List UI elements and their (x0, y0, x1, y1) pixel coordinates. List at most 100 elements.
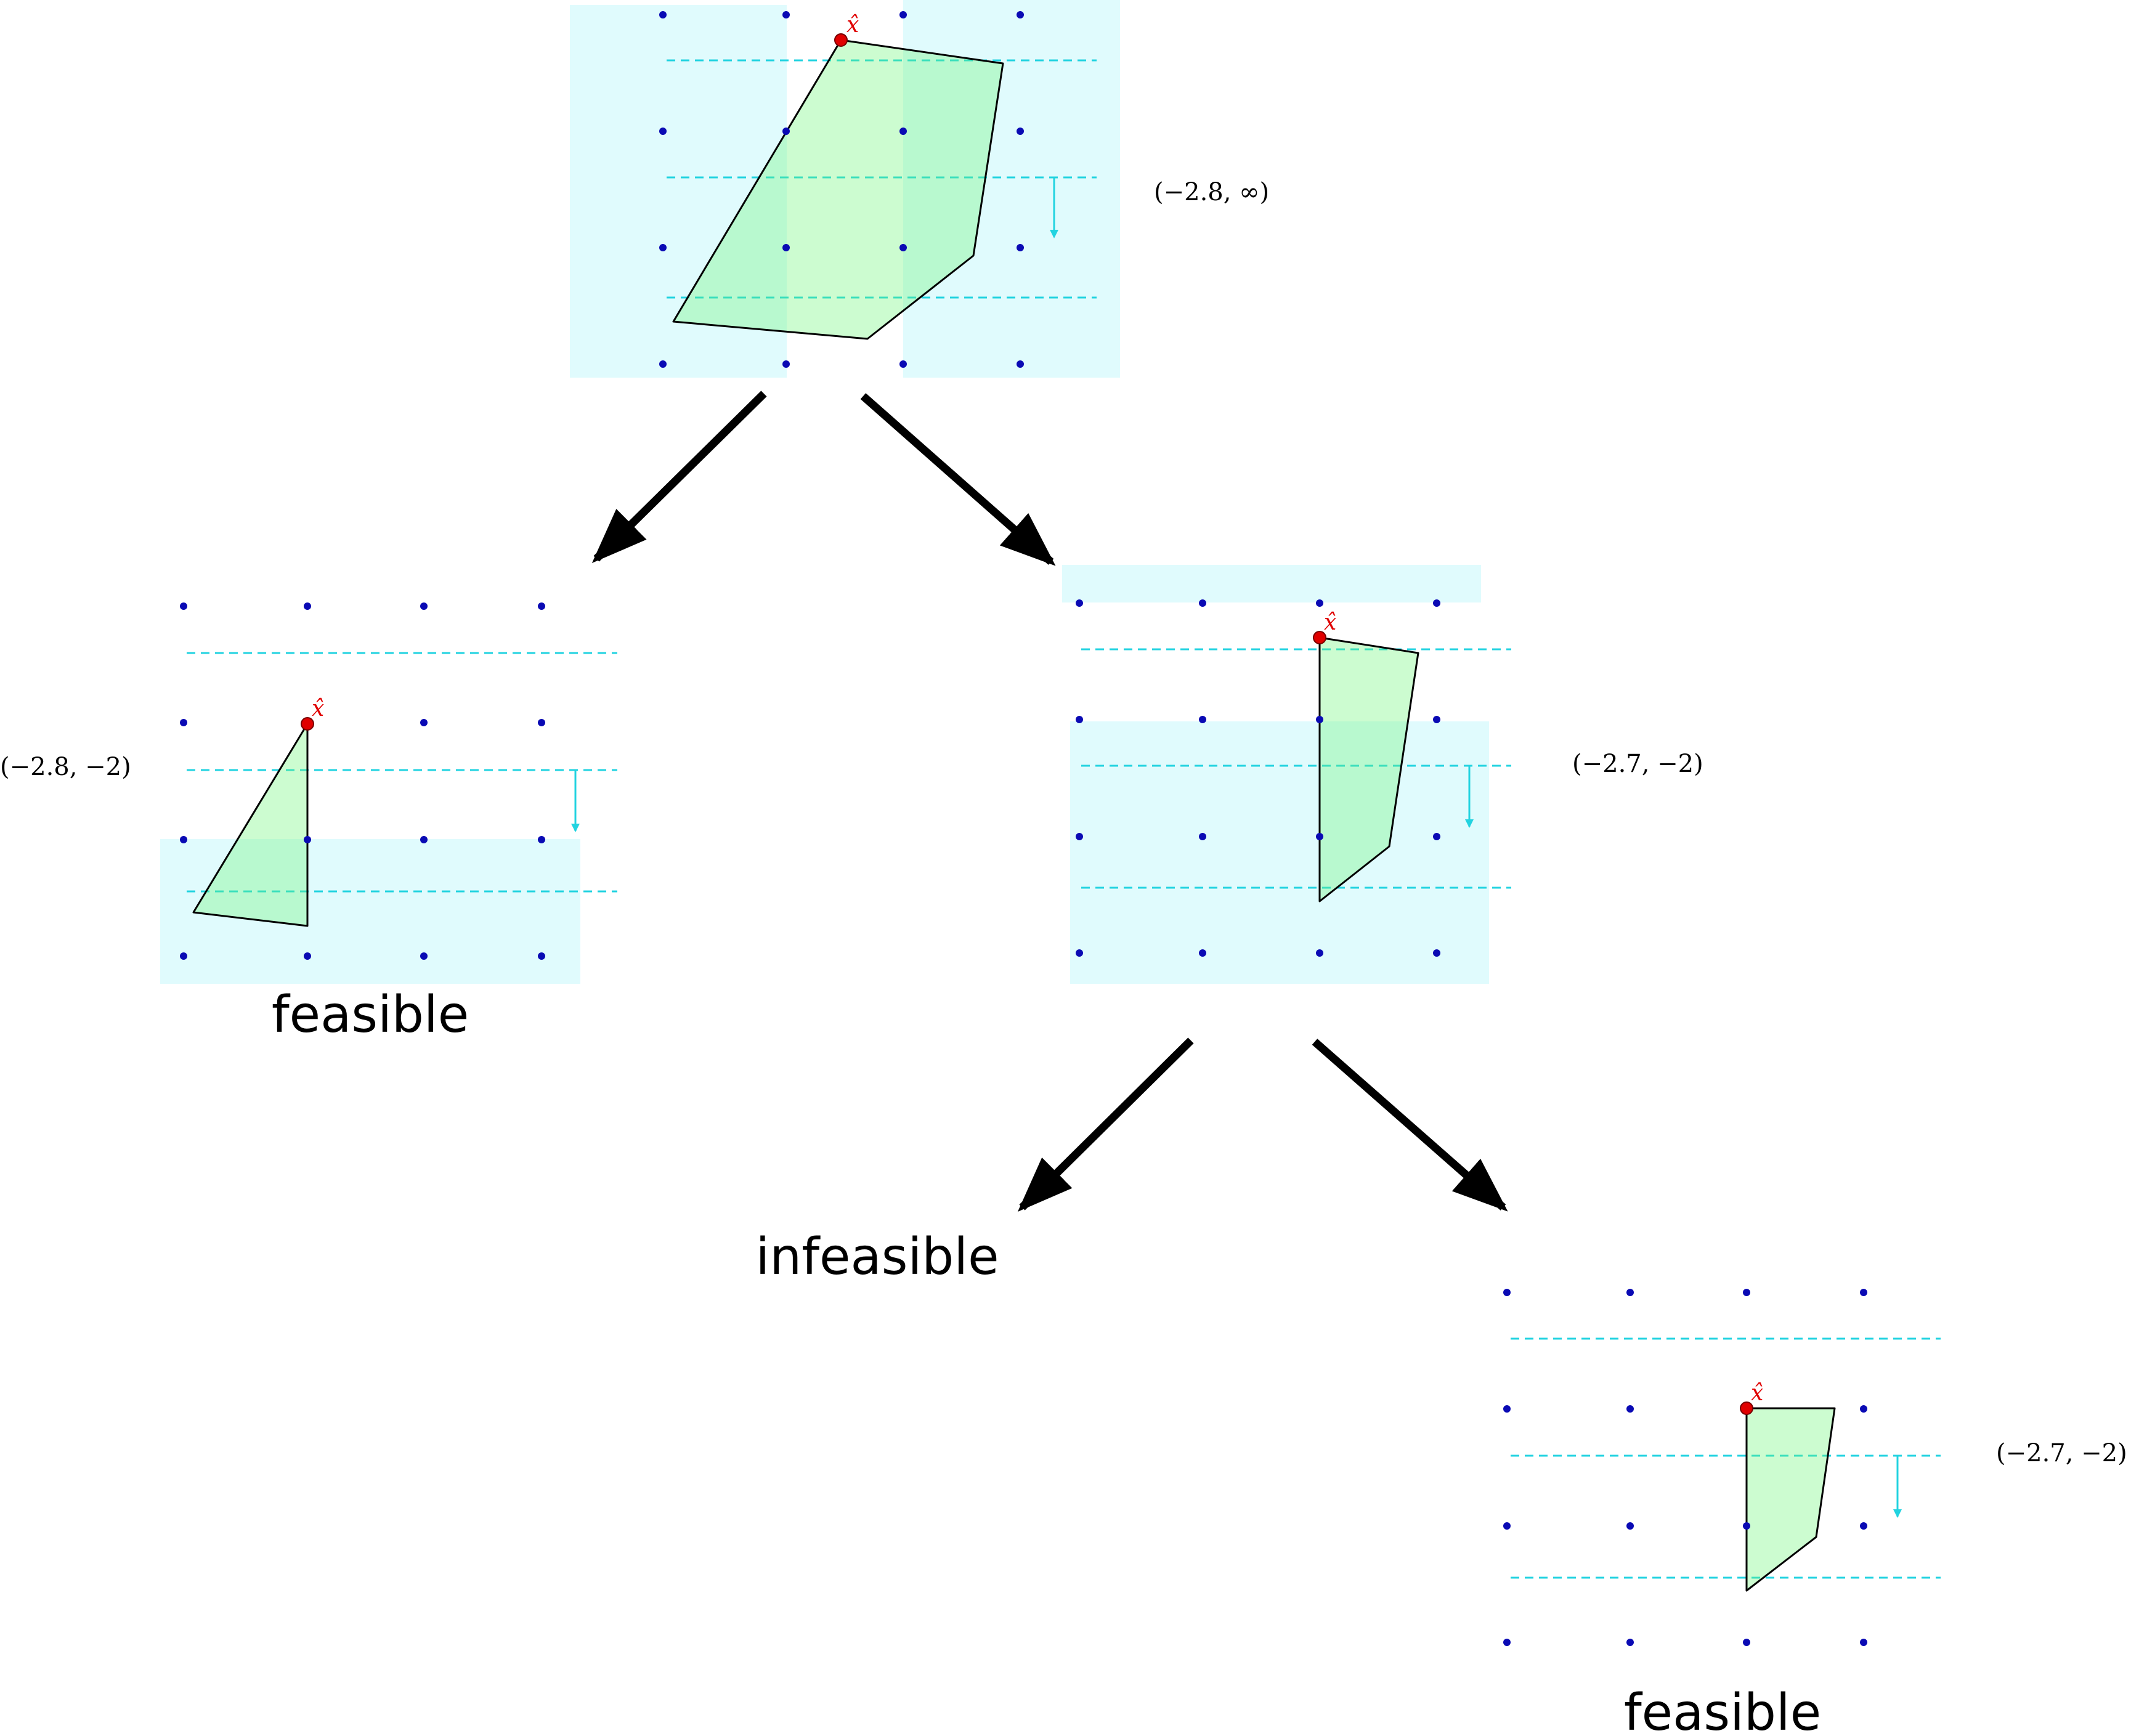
lattice-point (1860, 1405, 1867, 1413)
lattice-point (782, 128, 790, 135)
right-right-node: x̂ (−2.7, −2) feasible (1503, 1289, 2127, 1736)
lattice-point (659, 11, 667, 18)
lattice-point (1860, 1522, 1867, 1530)
relaxation-optimum-point (1313, 631, 1326, 644)
lattice-point (1860, 1639, 1867, 1646)
lattice-point (1017, 11, 1024, 18)
lattice-point (304, 952, 311, 960)
branch-arrows (591, 391, 1508, 1212)
lattice-point (1017, 244, 1024, 251)
root-region-right (903, 0, 1120, 378)
lattice-point (420, 952, 428, 960)
lattice-point (1860, 1289, 1867, 1296)
branch-arrow-right-to-feasible (1312, 1039, 1508, 1212)
lattice-point (1316, 833, 1323, 840)
lattice-point (899, 128, 907, 135)
feasible-polytope (672, 39, 1004, 340)
relaxation-optimum-label: x̂ (312, 696, 324, 721)
lattice-point (1743, 1639, 1750, 1646)
lattice-point (420, 836, 428, 843)
branch-arrow-root-to-left (591, 391, 767, 564)
branch-arrow-right-to-infeasible (1017, 1037, 1194, 1212)
lattice-point (304, 836, 311, 843)
lattice-point (1626, 1405, 1634, 1413)
relaxation-optimum-label: x̂ (1751, 1381, 1763, 1406)
lattice-point (1433, 949, 1440, 957)
bound-label: (−2.8, ∞) (1154, 178, 1269, 206)
lattice-point (1199, 599, 1206, 607)
lattice-point (1503, 1405, 1511, 1413)
lattice-point (1017, 360, 1024, 368)
lattice-point (1503, 1639, 1511, 1646)
lattice-points (659, 11, 1024, 368)
feasible-polytope (192, 723, 309, 927)
lattice-point (1076, 599, 1083, 607)
status-label: feasible (272, 986, 469, 1044)
lattice-point (1743, 1289, 1750, 1296)
lattice-point (538, 952, 545, 960)
lattice-point (1076, 833, 1083, 840)
lattice-point (659, 244, 667, 251)
lattice-point (1199, 833, 1206, 840)
status-label: feasible (1624, 1684, 1821, 1736)
lattice-point (1503, 1289, 1511, 1296)
lattice-point (538, 602, 545, 610)
lattice-points (1503, 1289, 1867, 1646)
lattice-point (899, 244, 907, 251)
feasible-polytope (1318, 636, 1419, 902)
lattice-point (1017, 128, 1024, 135)
lattice-point (1316, 599, 1323, 607)
lattice-point (782, 11, 790, 18)
lattice-point (180, 836, 187, 843)
lattice-point (1626, 1289, 1634, 1296)
left-child-node: x̂ (−2.8, −2) feasible (0, 602, 617, 1044)
lattice-point (304, 602, 311, 610)
relaxation-optimum-point (834, 33, 848, 47)
lattice-point (180, 952, 187, 960)
branch-arrow-root-to-right (860, 393, 1056, 566)
right-child-node: x̂ (−2.7, −2) (1062, 565, 1703, 984)
right-left-node: infeasible (755, 1228, 999, 1286)
lattice-point (1626, 1639, 1634, 1646)
lattice-point (1743, 1522, 1750, 1530)
right-region-top (1062, 565, 1481, 602)
lattice-points (180, 602, 545, 960)
relaxation-optimum-label: x̂ (846, 12, 859, 38)
lattice-point (1433, 716, 1440, 723)
lattice-point (1076, 716, 1083, 723)
lattice-point (899, 11, 907, 18)
feasible-polytope (1745, 1407, 1836, 1592)
lattice-point (1503, 1522, 1511, 1530)
left-region (160, 839, 580, 984)
lattice-point (420, 719, 428, 726)
lattice-point (1433, 833, 1440, 840)
lattice-points (1076, 599, 1440, 957)
lattice-point (420, 602, 428, 610)
relaxation-optimum-label: x̂ (1324, 610, 1336, 635)
lattice-point (1199, 716, 1206, 723)
lattice-point (899, 360, 907, 368)
lattice-point (1076, 949, 1083, 957)
lattice-point (180, 602, 187, 610)
bound-label: (−2.8, −2) (0, 753, 131, 781)
lattice-point (538, 719, 545, 726)
status-label: infeasible (755, 1228, 999, 1286)
lattice-point (1316, 716, 1323, 723)
lattice-point (782, 360, 790, 368)
lattice-point (180, 719, 187, 726)
bound-label: (−2.7, −2) (1572, 750, 1703, 778)
right-region-bottom (1070, 721, 1489, 984)
root-node: x̂ (−2.8, ∞) (570, 0, 1269, 378)
relaxation-optimum-point (1740, 1401, 1753, 1415)
lattice-point (1433, 599, 1440, 607)
relaxation-optimum-point (301, 717, 314, 731)
bound-label: (−2.7, −2) (1996, 1439, 2127, 1467)
lattice-point (1626, 1522, 1634, 1530)
lattice-point (1199, 949, 1206, 957)
lattice-point (1316, 949, 1323, 957)
lattice-point (538, 836, 545, 843)
lattice-point (659, 360, 667, 368)
lattice-point (659, 128, 667, 135)
lattice-point (782, 244, 790, 251)
